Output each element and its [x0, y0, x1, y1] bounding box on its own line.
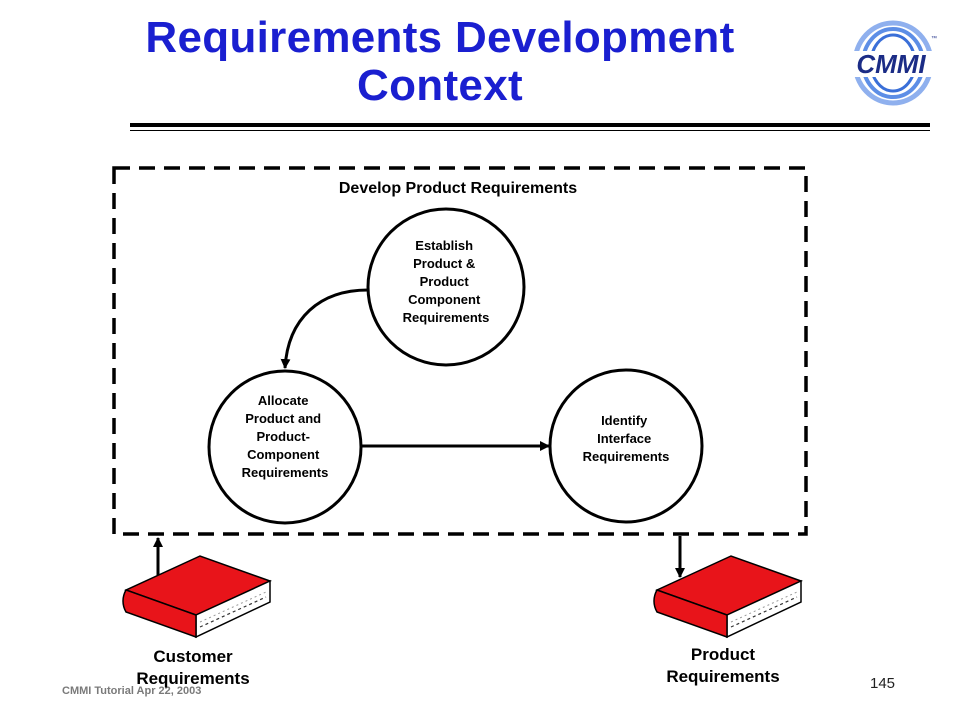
- product-requirements-book-icon: [653, 555, 803, 639]
- product-requirements-label: Product Requirements: [666, 645, 780, 686]
- establish-requirements-circle: [366, 207, 526, 367]
- identify-interface-circle: [548, 368, 704, 524]
- establish-to-allocate-arrow: [280, 288, 369, 369]
- identify-label: Identify Interface Requirements: [583, 413, 670, 464]
- logo-tm: ™: [931, 35, 937, 42]
- allocate-label: Allocate Product and Product- Component …: [242, 393, 329, 480]
- cmmi-logo: CMMI ™: [845, 20, 939, 106]
- title-rule-thin: [130, 130, 930, 131]
- develop-product-requirements-box: [112, 166, 808, 536]
- customer-requirements-label: Customer Requirements: [136, 647, 250, 688]
- establish-label: Establish Product & Product Component Re…: [403, 238, 490, 325]
- slide-title: Requirements Development Context: [145, 13, 735, 110]
- logo-text: CMMI: [856, 49, 926, 79]
- page-number: 145: [870, 675, 896, 692]
- customer-requirements-book-icon: [122, 555, 272, 639]
- container-label: Develop Product Requirements: [339, 180, 577, 197]
- footer-text: CMMI Tutorial Apr 22, 2003: [62, 685, 202, 697]
- title-rule-thick: [130, 123, 930, 127]
